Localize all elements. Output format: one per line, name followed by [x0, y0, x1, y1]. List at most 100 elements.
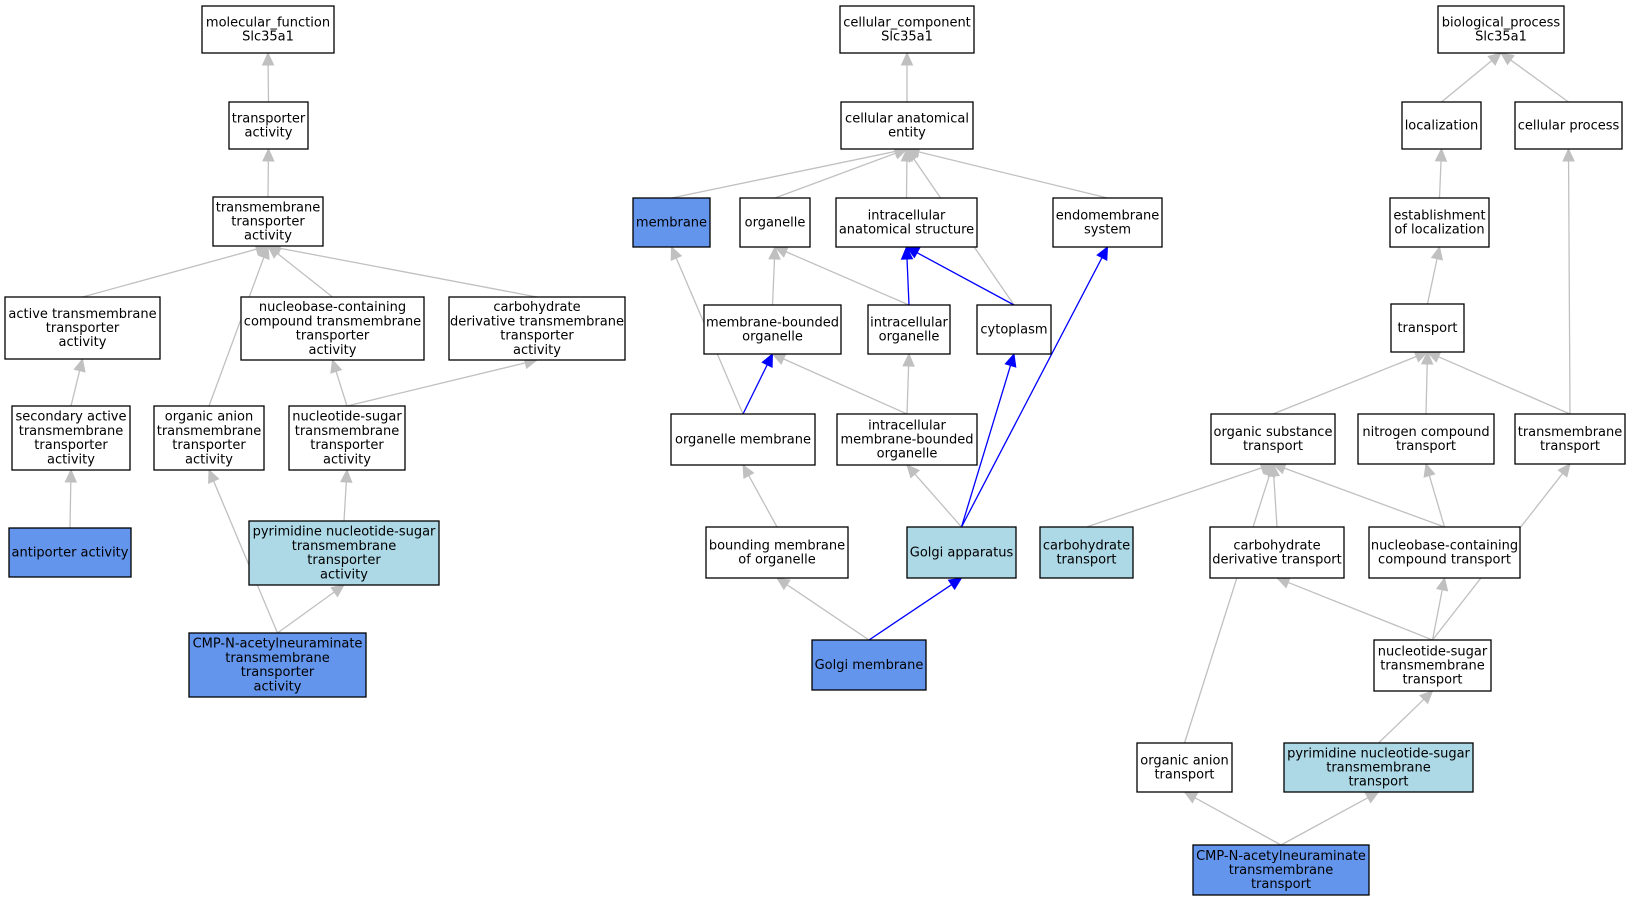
node-box — [836, 413, 978, 466]
node-label-line: transport — [1056, 553, 1116, 568]
edge-bounding_membrane-to-organelle_membrane — [748, 475, 778, 528]
edge-golgi_apparatus-to-endomembrane — [960, 257, 1103, 528]
edge-secondary_active-to-active_tm — [70, 370, 81, 407]
node-label-line: anatomical structure — [839, 223, 974, 238]
edge-active_tm-to-tm_transporter_activity — [82, 248, 257, 298]
node-label-line: membrane-bounded — [840, 432, 973, 447]
node-label-line: transmembrane — [1326, 760, 1431, 775]
edge-carb_deriv_transport-to-organic_substance_transport — [1273, 475, 1278, 528]
node-box — [1389, 197, 1490, 248]
node-label-line: transport — [1154, 768, 1214, 783]
edge-arrowhead — [900, 51, 914, 66]
edge-cmp_transport-to-pyrimidine_ns_transport — [1280, 797, 1369, 846]
node-label-line: transporter — [231, 214, 305, 229]
node-box — [1039, 526, 1134, 579]
node-label-line: transport — [1251, 877, 1311, 892]
node-antiporter[interactable]: antiporter activity — [8, 527, 132, 578]
node-organic-anion-tm[interactable]: organic aniontransmembranetransporteract… — [153, 405, 265, 471]
node-localization[interactable]: localization — [1401, 101, 1482, 150]
node-label-line: transport — [1243, 439, 1303, 454]
node-box — [839, 5, 975, 54]
node-cmp-transport[interactable]: CMP-N-acetylneuraminatetransmembranetran… — [1192, 844, 1370, 896]
edge-antiporter-to-secondary_active — [69, 481, 72, 529]
edge-arrowhead — [1183, 791, 1199, 804]
node-box — [288, 405, 406, 471]
edge-cellular_process-to-bp_root — [1510, 59, 1569, 103]
node-nucleotide-sugar-tm[interactable]: nucleotide-sugartransmembranetransporter… — [288, 405, 406, 471]
edge-arrowhead — [330, 584, 345, 598]
node-label-line: transmembrane — [295, 424, 400, 439]
node-cellular-process[interactable]: cellular process — [1514, 101, 1623, 150]
edge-organic_substance_transport-to-transport — [1272, 355, 1417, 415]
node-label-line: system — [1084, 223, 1131, 238]
nodes-layer: molecular_functionSlc35a1transporteracti… — [4, 5, 1626, 896]
node-label-line: secondary active — [15, 410, 126, 425]
node-label-line: localization — [1405, 118, 1479, 133]
node-label-line: nitrogen compound — [1362, 425, 1489, 440]
edge-arrowhead — [73, 357, 86, 373]
node-label-line: cellular_component — [843, 15, 971, 30]
edge-transport-to-establishment_loc — [1426, 258, 1438, 305]
edge-arrowhead — [1430, 245, 1444, 261]
node-box — [1357, 413, 1495, 465]
edge-arrowhead — [257, 244, 270, 260]
edge-organelle-to-cell_anat_entity — [774, 152, 896, 199]
node-transport[interactable]: transport — [1390, 303, 1465, 353]
node-label-line: pyrimidine nucleotide-sugar — [1287, 746, 1470, 761]
edge-pyrimidine_ns_transport-to-nucleotide_sugar_transport — [1378, 698, 1425, 744]
node-label-line: of organelle — [738, 553, 815, 568]
node-label-line: organic anion — [1140, 753, 1228, 768]
node-organelle[interactable]: organelle — [739, 197, 811, 248]
node-secondary-active[interactable]: secondary activetransmembranetransporter… — [11, 405, 131, 471]
node-membrane[interactable]: membrane — [632, 197, 711, 248]
node-organelle-membrane[interactable]: organelle membrane — [670, 413, 816, 466]
edge-pyrimidine_ns_tm_activity-to-nucleotide_sugar_tm — [343, 481, 347, 522]
edge-arrowhead — [1562, 147, 1575, 162]
edge-localization-to-bp_root — [1441, 60, 1493, 103]
node-pyrimidine-ns-tm-activity[interactable]: pyrimidine nucleotide-sugartransmembrane… — [248, 520, 440, 586]
node-box — [228, 101, 309, 150]
node-golgi-membrane[interactable]: Golgi membrane — [811, 639, 927, 691]
node-cmp-activity[interactable]: CMP-N-acetylneuraminatetransmembranetran… — [188, 632, 367, 698]
node-label-line: intracellular — [868, 208, 946, 223]
node-label-line: organelle — [877, 447, 938, 462]
node-cytoplasm[interactable]: cytoplasm — [976, 304, 1052, 355]
edge-membrane-to-cell_anat_entity — [671, 150, 896, 199]
node-box — [201, 5, 335, 54]
node-label-line: transmembrane — [1229, 863, 1334, 878]
edge-arrowhead — [776, 577, 791, 591]
node-label-line: organelle — [742, 330, 803, 345]
node-label-line: antiporter activity — [12, 545, 129, 560]
node-label-line: activity — [323, 452, 371, 467]
node-pyrimidine-ns-transport[interactable]: pyrimidine nucleotide-sugartransmembrane… — [1283, 742, 1474, 793]
node-golgi-apparatus[interactable]: Golgi apparatus — [906, 526, 1017, 579]
node-label-line: transporter — [296, 329, 370, 344]
node-box — [1210, 413, 1336, 465]
node-box — [1368, 526, 1521, 579]
node-label-line: nucleobase-containing — [1371, 538, 1518, 553]
